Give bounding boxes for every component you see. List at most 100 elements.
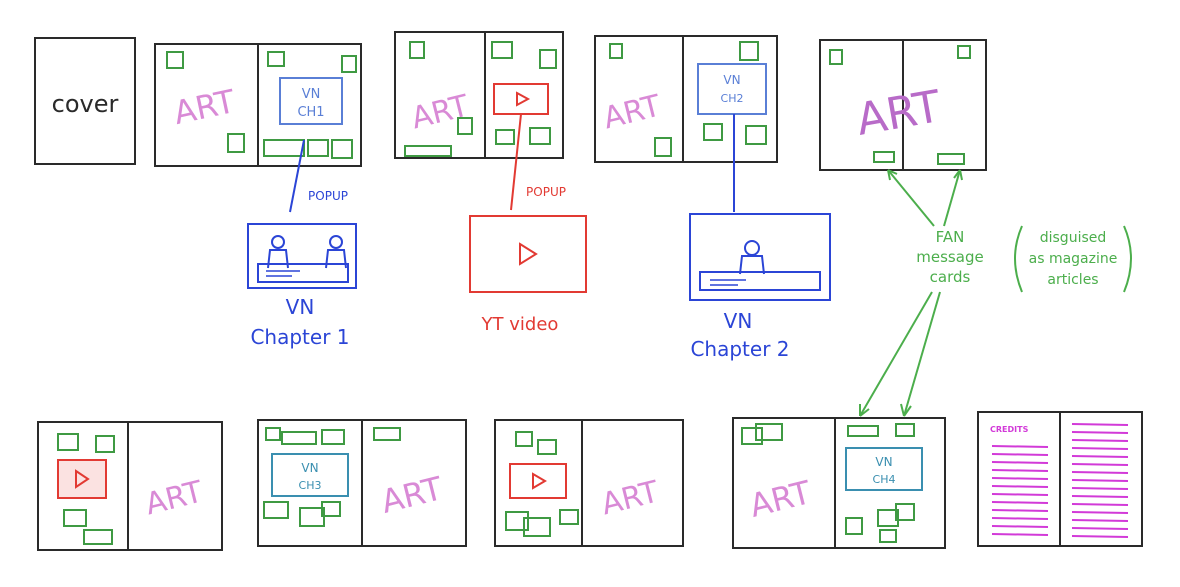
popup-vn-chapter-2: VN Chapter 2 [689,114,831,361]
article-card [166,51,184,69]
credit-line [1071,487,1129,490]
ch4-label: CH4 [873,473,896,486]
art-label: ART [746,473,815,525]
vn-label: VN [302,87,321,102]
play-icon [519,242,538,266]
article-card [57,433,79,451]
article-card [321,501,341,517]
credit-line [991,485,1049,488]
fan-note-paren: articles [1047,272,1098,288]
spread-6: VN CH3 ART [257,419,467,547]
article-card [409,41,425,59]
article-card [227,133,245,153]
article-card [829,49,843,65]
vn-label: VN [875,455,892,469]
credit-line [1071,439,1129,442]
credits-title: CREDITS [990,425,1029,434]
yt-thumbnail [493,83,549,115]
article-card [741,427,763,445]
character-silhouette-icon [325,235,347,269]
popup-title: VN [724,309,753,333]
article-card [495,129,515,145]
article-card [299,507,325,527]
fan-note-paren: disguised [1040,230,1107,246]
credit-line [991,517,1049,520]
play-icon [532,472,547,490]
article-card [281,431,317,445]
vn-panel [271,453,349,497]
play-icon [516,91,531,107]
article-card [267,51,285,67]
spread-9-credits: CREDITS [977,411,1143,547]
article-card [845,517,863,535]
article-card [404,145,452,157]
credit-line [1071,423,1129,426]
play-icon [75,469,90,489]
article-card [539,49,557,69]
spread-3: ART VN CH2 [594,35,778,163]
credit-line [1071,455,1129,458]
article-card [373,427,401,441]
article-card [957,45,971,59]
vn-panel [279,77,343,125]
character-silhouette-icon [267,235,289,269]
credit-line [991,445,1049,448]
art-label: ART [170,82,238,132]
credit-line [1071,479,1129,482]
article-card [63,509,87,527]
art-label: ART [142,474,207,522]
spread-2: ART [394,31,564,159]
fan-note-line: cards [930,268,971,286]
credit-line [991,501,1049,504]
popup-label: POPUP [308,189,348,203]
credit-line [1071,503,1129,506]
credit-line [1071,527,1129,530]
credit-line [1071,463,1129,466]
credit-line [1071,511,1129,514]
art-label: ART [408,88,473,136]
article-card [457,117,473,135]
credit-line [991,533,1049,536]
fan-note-line: message [916,248,983,266]
fan-message-card [873,151,895,163]
popup-title: YT video [481,314,559,335]
fan-note-line: FAN [936,228,965,246]
article-card [654,137,672,157]
character-silhouette-icon [739,240,765,275]
popup-vn-chapter-1: POPUP VN Chapter 1 [247,139,357,349]
article-card [321,429,345,445]
art-label: ART [377,469,446,521]
fan-message-card [937,153,965,165]
art-label: ART [600,88,665,136]
vn-label: VN [301,461,318,475]
spread-5: ART [37,421,223,551]
popup-yt-video: POPUP YT video [469,113,587,335]
article-card [739,41,759,61]
credit-line [991,461,1049,464]
credit-line [1071,447,1129,450]
fan-message-card [847,425,879,437]
article-card [529,127,551,145]
fan-message-card [895,423,915,437]
dialogue-box [257,263,349,283]
vn-panel [845,447,923,491]
credit-line [991,477,1049,480]
credit-line [1071,535,1129,538]
article-card [505,511,529,531]
article-card [745,125,767,145]
art-label: ART [598,474,663,522]
credit-line [991,453,1049,456]
article-card [95,435,115,453]
article-card [523,517,551,537]
credit-line [1071,519,1129,522]
article-card [609,43,623,59]
article-card [515,431,533,447]
yt-thumbnail [57,459,107,499]
spread-8: ART VN CH4 [732,417,946,549]
article-card [263,139,305,157]
cover-label: cover [52,90,119,118]
article-card [83,529,113,545]
vn-label: VN [723,73,740,87]
art-label: ART [853,81,945,146]
